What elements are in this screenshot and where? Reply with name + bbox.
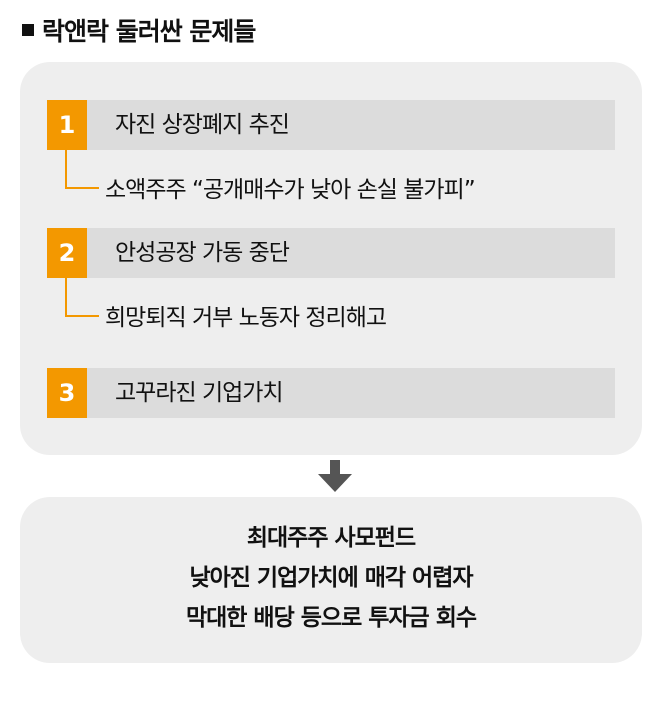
item-label: 고꾸라진 기업가치 [115, 380, 284, 406]
problem-item-3: 3 고꾸라진 기업가치 [47, 368, 615, 418]
item-number: 1 [47, 100, 87, 150]
square-bullet-icon [22, 24, 34, 36]
item-label: 안성공장 가동 중단 [115, 240, 290, 266]
item-number: 2 [47, 228, 87, 278]
item-number: 3 [47, 368, 87, 418]
item-sub: 소액주주 “공개매수가 낮아 손실 불가피” [105, 177, 476, 203]
elbow-connector-icon [65, 278, 99, 317]
result-line: 막대한 배당 등으로 투자금 회수 [185, 605, 477, 631]
item-label: 자진 상장폐지 추진 [115, 112, 290, 138]
result-box: 최대주주 사모펀드 낮아진 기업가치에 매각 어렵자 막대한 배당 등으로 투자… [20, 497, 642, 663]
down-arrow-icon [318, 460, 352, 492]
result-line: 낮아진 기업가치에 매각 어렵자 [189, 565, 473, 591]
problem-item-2: 2 안성공장 가동 중단 [47, 228, 615, 278]
item-sub: 희망퇴직 거부 노동자 정리해고 [105, 305, 387, 331]
result-line: 최대주주 사모펀드 [246, 525, 416, 551]
title-text: 락앤락 둘러싼 문제들 [42, 17, 256, 46]
title: 락앤락 둘러싼 문제들 [22, 12, 256, 48]
problem-item-1: 1 자진 상장폐지 추진 [47, 100, 615, 150]
elbow-connector-icon [65, 150, 99, 189]
